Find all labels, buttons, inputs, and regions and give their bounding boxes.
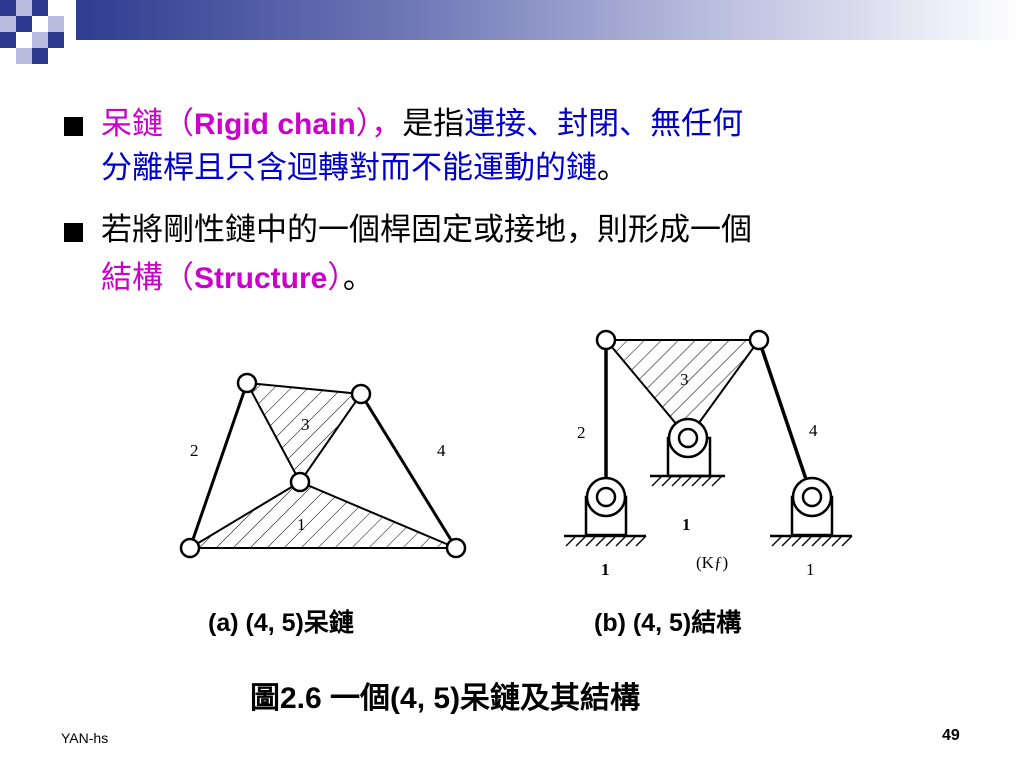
kf-label: (Kƒ) — [696, 553, 728, 572]
revolute-joint — [289, 471, 311, 493]
bullet-line-2: 結構（Structure）。 — [101, 258, 374, 299]
square-bullet-icon — [64, 117, 83, 136]
link-label: 1 — [297, 515, 306, 534]
bullet-line-1: 若將剛性鏈中的一個桿固定或接地，則形成一個 — [101, 210, 752, 250]
term-text: ） — [327, 260, 343, 296]
figure-title: 圖2.6 一個(4, 5)呆鏈及其結構 — [250, 680, 640, 717]
deco-square — [48, 16, 64, 32]
definition-text: 分離桿且只含迴轉對而不能運動的鏈 — [101, 150, 597, 186]
revolute-joint — [179, 537, 201, 559]
figure-title-text: 圖2.6 一個(4, 5)呆鏈及其結構 — [250, 682, 641, 715]
link-3-plate — [245, 381, 363, 484]
link-4-bar — [359, 393, 458, 549]
header-gradient-band — [76, 0, 1024, 40]
figure-a-caption: (a) (4, 5)呆鏈 — [208, 608, 354, 638]
square-bullet-icon — [64, 223, 83, 242]
deco-square — [16, 16, 32, 32]
definition-text: 連接、封閉、無任何 — [464, 106, 744, 142]
deco-square — [32, 0, 48, 16]
body-text: 。 — [597, 150, 628, 186]
link-label: 4 — [437, 441, 446, 460]
link-3-plate — [603, 339, 761, 440]
footer-author: YAN-hs — [61, 730, 109, 746]
link-label: 3 — [301, 415, 310, 434]
body-text: 。 — [342, 260, 374, 296]
link-label: 1 — [601, 560, 610, 579]
bullet-line-1: 呆鏈（Rigid chain），是指連接、封閉、無任何 — [101, 104, 743, 145]
revolute-joint — [350, 383, 372, 405]
body-text: 若將剛性鏈中的一個桿固定或接地，則形成一個 — [101, 212, 752, 248]
deco-square — [0, 32, 16, 48]
revolute-joint — [445, 537, 467, 559]
term-english: Rigid chain — [194, 108, 356, 141]
deco-square — [32, 48, 48, 64]
caption-text: (b) (4, 5)結構 — [594, 609, 742, 637]
ground-pivot-middle — [650, 417, 725, 487]
term-text: 呆鏈（ — [101, 106, 194, 142]
figure-b-caption: (b) (4, 5)結構 — [594, 608, 741, 638]
link-1-plate — [186, 480, 457, 549]
term-text: 結構（ — [101, 260, 194, 296]
link-label: 2 — [577, 423, 586, 442]
link-label: 2 — [190, 441, 199, 460]
revolute-joint — [236, 372, 258, 394]
ground-pivot-right — [770, 476, 853, 547]
link-label: 1 — [806, 560, 815, 579]
link-4-bar — [757, 339, 814, 498]
link-label: 1 — [682, 515, 691, 534]
link-2-bar — [188, 382, 249, 549]
term-english: Structure — [194, 262, 328, 295]
deco-square — [0, 16, 16, 32]
bullet-line-2: 分離桿且只含迴轉對而不能運動的鏈。 — [101, 148, 628, 188]
revolute-joint — [748, 329, 770, 351]
page-number: 49 — [942, 727, 960, 744]
link-label: 3 — [680, 370, 689, 389]
link-label: 4 — [809, 421, 818, 440]
revolute-joint — [595, 329, 617, 351]
term-text: ）， — [355, 106, 403, 142]
deco-square — [48, 32, 64, 48]
deco-square — [16, 0, 32, 16]
deco-square — [32, 32, 48, 48]
caption-text: (a) (4, 5)呆鏈 — [208, 609, 354, 637]
deco-square — [0, 0, 16, 16]
deco-square — [16, 48, 32, 64]
ground-pivot-left — [564, 476, 647, 547]
body-text: 是指 — [402, 106, 465, 142]
